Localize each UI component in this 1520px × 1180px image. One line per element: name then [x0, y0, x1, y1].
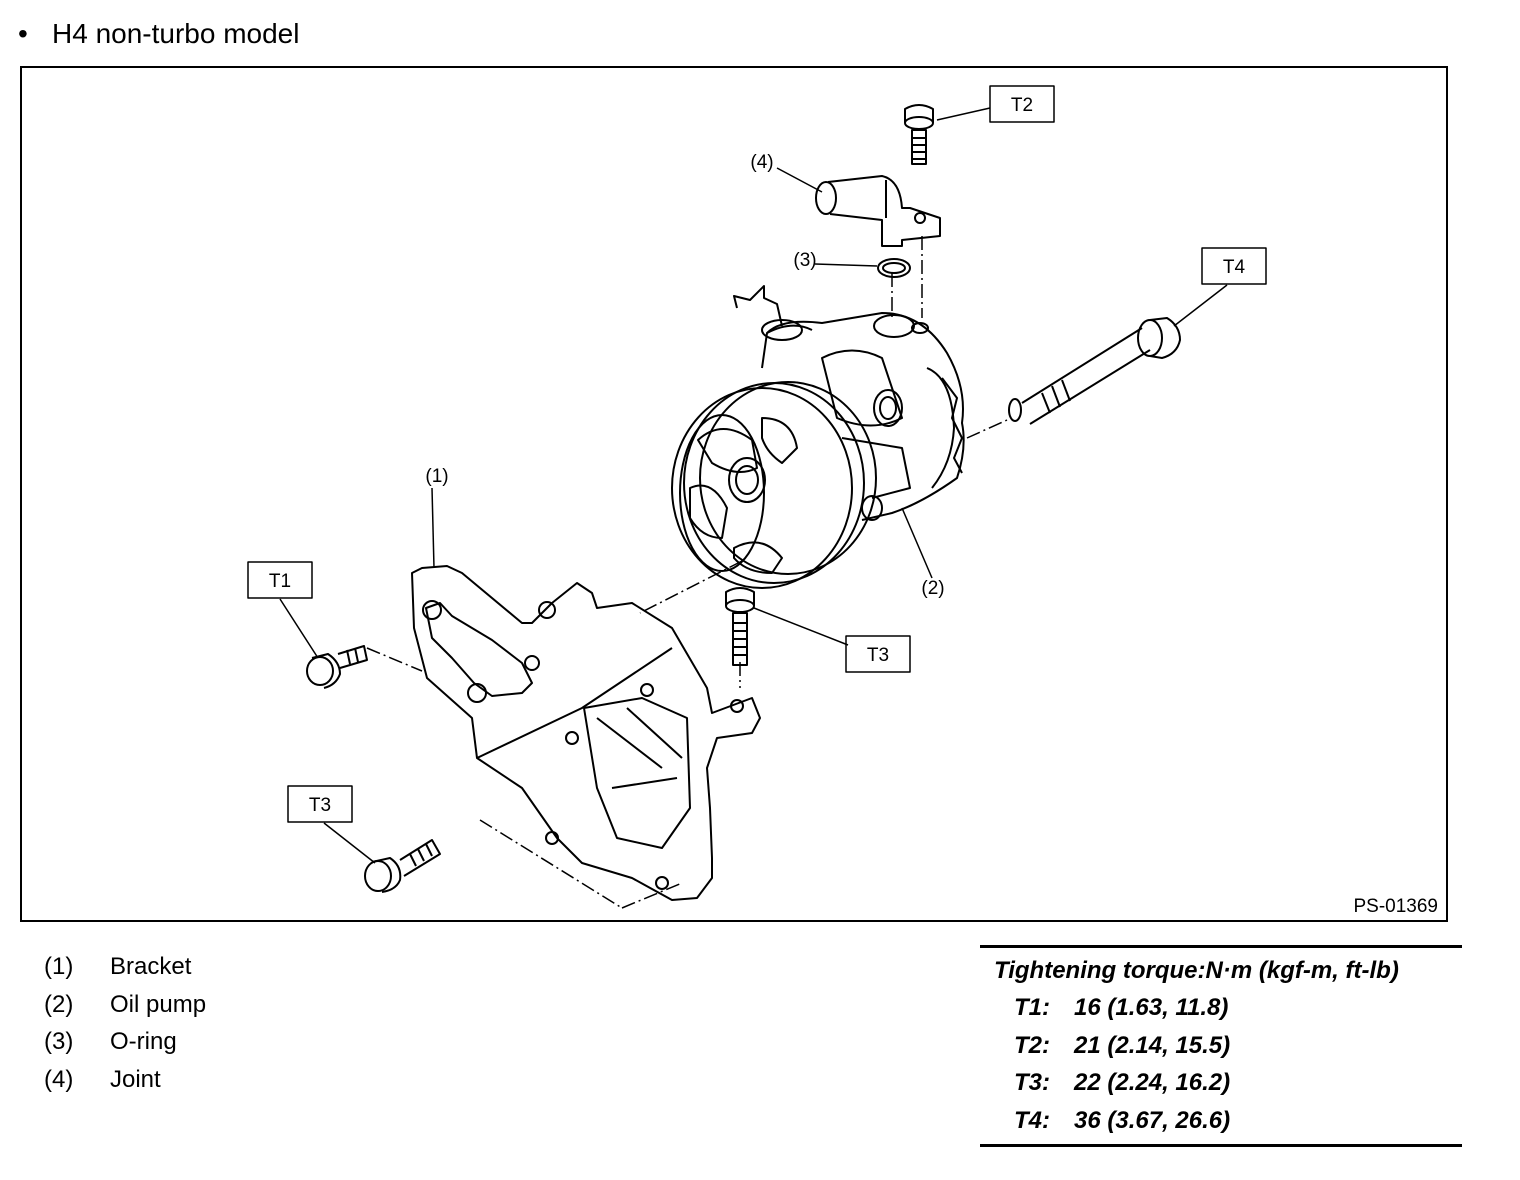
- torque-row: T3: 22 (2.24, 16.2): [980, 1064, 1462, 1102]
- callout-joint: (4): [750, 152, 773, 173]
- torque-key: T4:: [1014, 1106, 1050, 1134]
- oil-pump-icon: [671, 285, 965, 589]
- legend-number: (1): [44, 953, 74, 980]
- bracket-icon: [411, 565, 761, 901]
- legend-label: O-ring: [110, 1028, 177, 1055]
- bullet: •: [18, 18, 28, 49]
- tag-t3-lower: T3: [309, 795, 331, 816]
- legend-item: (2) Oil pump: [44, 988, 206, 1026]
- bolt-t3-lower-icon: [364, 839, 441, 893]
- torque-table: Tightening torque:N·m (kgf-m, ft-lb) T1:…: [980, 945, 1462, 1147]
- legend-item: (1) Bracket: [44, 950, 206, 988]
- torque-row: T1: 16 (1.63, 11.8): [980, 989, 1462, 1027]
- torque-value: 21 (2.14, 15.5): [1074, 1031, 1231, 1059]
- torque-title: Tightening torque:N·m (kgf-m, ft-lb): [994, 957, 1399, 984]
- torque-key: T1:: [1014, 994, 1050, 1021]
- torque-key: T2:: [1014, 1031, 1050, 1059]
- legend-label: Oil pump: [110, 990, 207, 1018]
- bolt-t4-icon: [1008, 317, 1181, 425]
- bolt-t3-upper-icon: [725, 587, 755, 666]
- callout-o-ring: (3): [793, 250, 816, 271]
- heading-text: H4 non-turbo model: [52, 18, 300, 49]
- bolt-t1-icon: [306, 645, 368, 689]
- torque-key: T3:: [1014, 1069, 1050, 1096]
- legend-number: (2): [44, 990, 74, 1018]
- legend-label: Bracket: [110, 953, 192, 980]
- callout-bracket: (1): [425, 466, 448, 487]
- torque-row: T4: 36 (3.67, 26.6): [980, 1102, 1462, 1140]
- bolt-t2-icon: [904, 104, 934, 165]
- legend-number: (4): [44, 1065, 74, 1093]
- torque-row: T2: 21 (2.14, 15.5): [980, 1027, 1462, 1065]
- torque-value: 36 (3.67, 26.6): [1074, 1106, 1231, 1134]
- exploded-view-figure: T2 T4 T1 T3 T3 (4) (3) (1) (2) PS-01369: [20, 66, 1448, 922]
- callout-oil-pump: (2): [921, 578, 944, 599]
- tag-t1: T1: [269, 571, 291, 592]
- joint-icon: [815, 175, 941, 247]
- page-heading: • H4 non-turbo model: [18, 14, 299, 54]
- leader-lines: [279, 107, 1228, 864]
- tag-t3-upper: T3: [867, 645, 889, 666]
- parts-legend: (1) Bracket (2) Oil pump (3) O-ring (4) Join…: [44, 950, 206, 1100]
- torque-tag-boxes: [247, 85, 1267, 823]
- torque-value: 16 (1.63, 11.8): [1074, 994, 1229, 1021]
- figure-id: PS-01369: [1353, 896, 1438, 917]
- assembly-centerlines: [366, 236, 1008, 909]
- legend-item: (4) Joint: [44, 1063, 206, 1101]
- o-ring-icon: [877, 258, 911, 278]
- legend-label: Joint: [110, 1065, 161, 1093]
- legend-item: (3) O-ring: [44, 1025, 206, 1063]
- torque-value: 22 (2.24, 16.2): [1074, 1069, 1231, 1096]
- tag-t2: T2: [1011, 95, 1033, 116]
- tag-t4: T4: [1223, 257, 1246, 278]
- legend-number: (3): [44, 1028, 74, 1055]
